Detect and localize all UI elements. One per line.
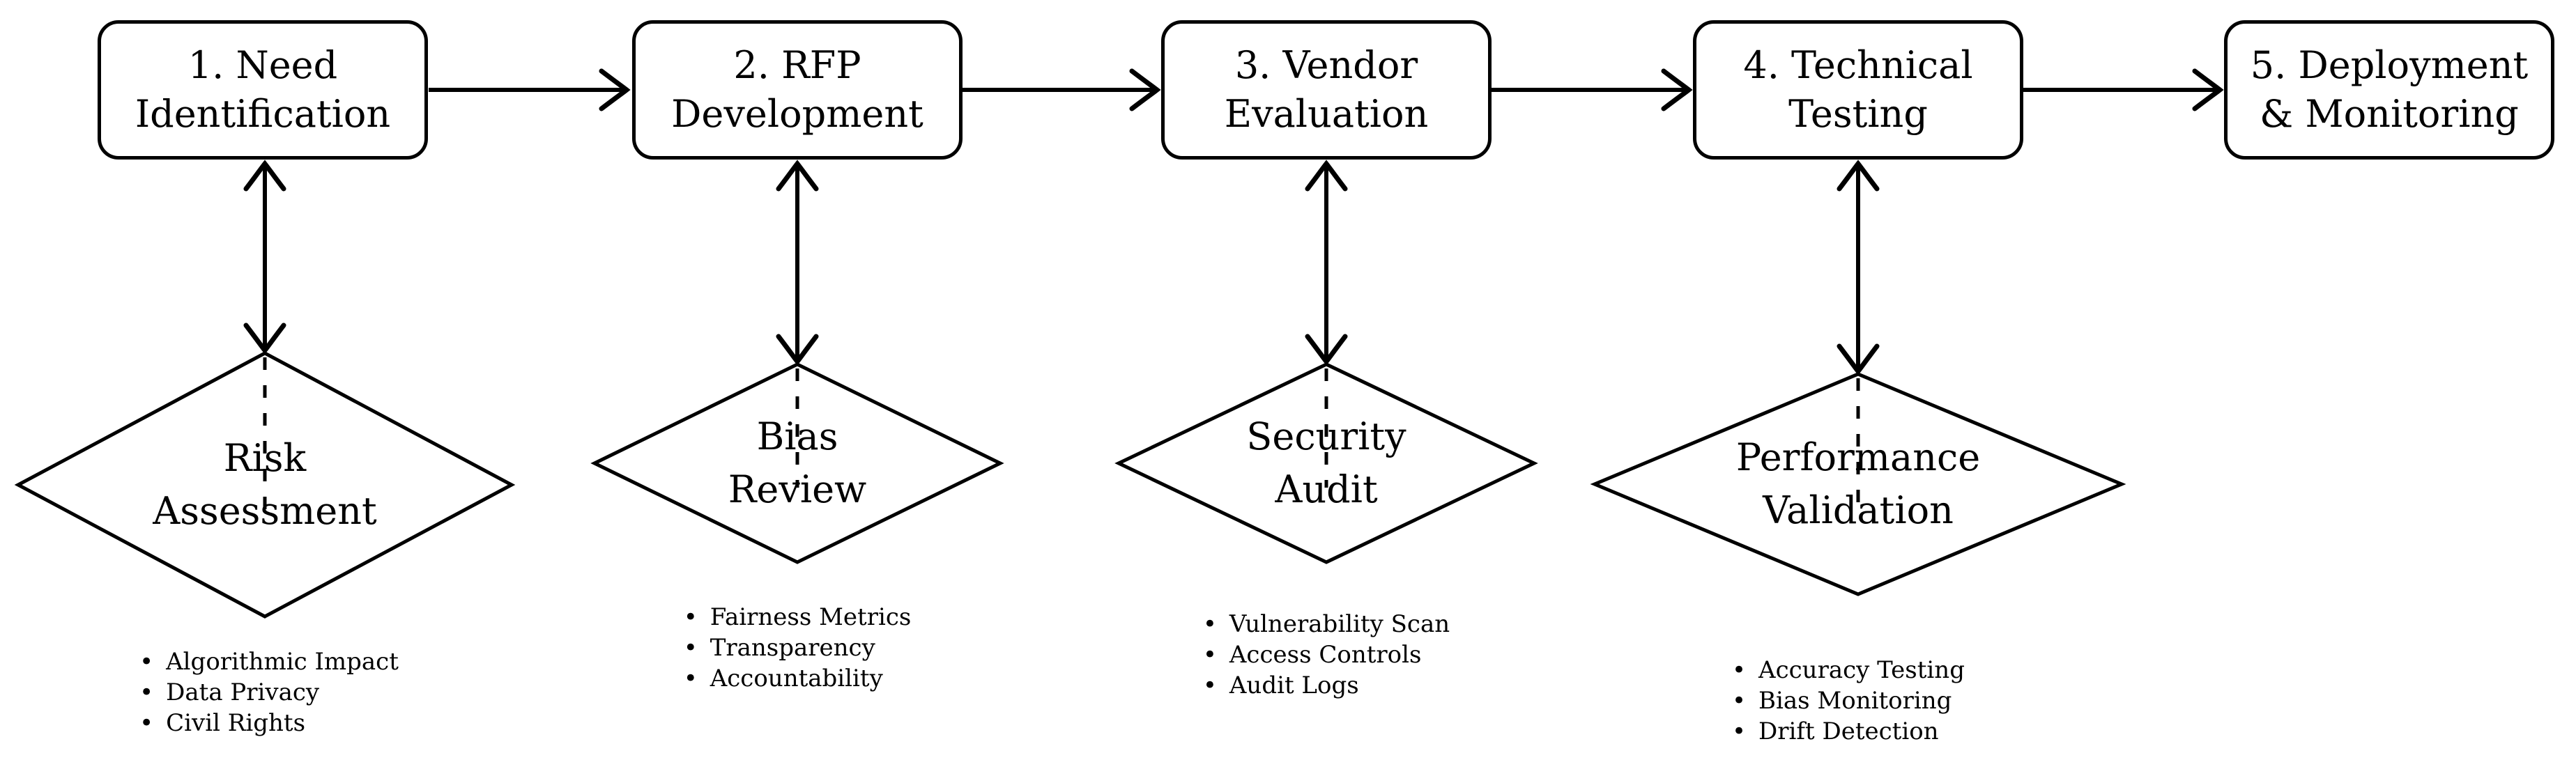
bullet-list-performance-validation: • Accuracy Testing • Bias Monitoring • D… xyxy=(1732,655,1965,747)
list-item: • Data Privacy xyxy=(139,677,399,708)
list-item: • Accuracy Testing xyxy=(1732,655,1965,685)
list-item: • Access Controls xyxy=(1203,639,1450,670)
list-item: • Vulnerability Scan xyxy=(1203,609,1450,639)
stage-label: 4. Technical Testing xyxy=(1743,43,1973,136)
list-item-label: Access Controls xyxy=(1229,641,1422,669)
list-item-label: Accuracy Testing xyxy=(1758,656,1965,684)
bullet-icon: • xyxy=(139,678,154,706)
list-item-label: Audit Logs xyxy=(1229,672,1359,699)
bullet-list-bias-review: • Fairness Metrics • Transparency • Acco… xyxy=(684,602,912,694)
diamond-label-performance-validation: Performance Validation xyxy=(1735,435,1981,532)
list-item: • Algorithmic Impact xyxy=(139,646,399,677)
stage-box-technical-testing: 4. Technical Testing xyxy=(1693,20,2023,160)
stage-box-deployment-monitoring: 5. Deployment & Monitoring xyxy=(2224,20,2554,160)
list-item: • Fairness Metrics xyxy=(684,602,912,633)
list-item-label: Civil Rights xyxy=(166,709,306,737)
diamond-performance-validation xyxy=(1590,372,2126,596)
bullet-icon: • xyxy=(683,665,698,692)
bullet-icon: • xyxy=(1732,687,1747,715)
list-item: • Bias Monitoring xyxy=(1732,685,1965,716)
stage-label: 3. Vendor Evaluation xyxy=(1224,43,1429,136)
list-item: • Audit Logs xyxy=(1203,670,1450,701)
bullet-icon: • xyxy=(1202,610,1217,638)
bullet-icon: • xyxy=(1202,672,1217,699)
stage-box-rfp-development: 2. RFP Development xyxy=(632,20,963,160)
list-item-label: Fairness Metrics xyxy=(710,603,912,631)
stage-box-need-identification: 1. Need Identification xyxy=(98,20,428,160)
diamond-label-security-audit: Security Audit xyxy=(1246,414,1406,511)
stage-label: 2. RFP Development xyxy=(671,43,923,136)
list-item-label: Algorithmic Impact xyxy=(166,648,399,676)
list-item: • Transparency xyxy=(684,633,912,663)
bullet-icon: • xyxy=(1732,718,1747,745)
diamond-label-bias-review: Bias Review xyxy=(728,414,867,511)
stage-box-vendor-evaluation: 3. Vendor Evaluation xyxy=(1161,20,1492,160)
list-item-label: Drift Detection xyxy=(1758,718,1939,745)
list-item-label: Accountability xyxy=(710,665,883,692)
list-item-label: Transparency xyxy=(710,634,875,662)
bullet-icon: • xyxy=(1732,656,1747,684)
list-item-label: Vulnerability Scan xyxy=(1229,610,1450,638)
list-item-label: Data Privacy xyxy=(166,678,320,706)
bullet-icon: • xyxy=(683,634,698,662)
bullet-list-security-audit: • Vulnerability Scan • Access Controls •… xyxy=(1203,609,1450,701)
bullet-icon: • xyxy=(139,709,154,737)
stage-label: 1. Need Identification xyxy=(135,43,391,136)
bullet-icon: • xyxy=(1202,641,1217,669)
bullet-icon: • xyxy=(683,603,698,631)
diamond-label-risk-assessment: Risk Assessment xyxy=(153,436,377,533)
list-item-label: Bias Monitoring xyxy=(1758,687,1952,715)
bullet-list-risk-assessment: • Algorithmic Impact • Data Privacy • Ci… xyxy=(139,646,399,738)
list-item: • Drift Detection xyxy=(1732,716,1965,747)
list-item: • Accountability xyxy=(684,663,912,694)
bullet-icon: • xyxy=(139,648,154,676)
diamond-risk-assessment xyxy=(14,351,516,619)
stage-label: 5. Deployment & Monitoring xyxy=(2250,43,2529,136)
list-item: • Civil Rights xyxy=(139,708,399,738)
